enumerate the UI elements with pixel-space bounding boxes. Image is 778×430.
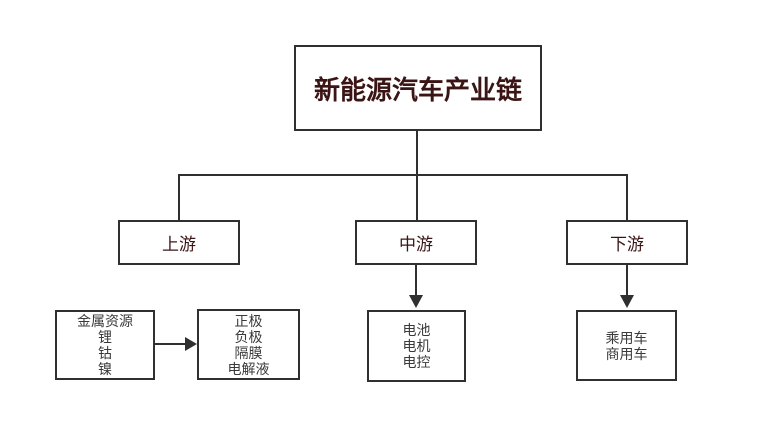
- downstream-vehicles-line: 乘用车: [605, 329, 648, 346]
- midstream-components-line: 电控: [402, 354, 431, 370]
- metal-resources-line: 金属资源: [77, 313, 133, 329]
- connector-midstream-to-components: [415, 265, 417, 296]
- downstream-label: 下游: [610, 235, 644, 254]
- battery-materials-box: 正极 负极 隔膜 电解液: [197, 309, 300, 380]
- upstream-label: 上游: [162, 235, 196, 254]
- metal-resources-box: 金属资源 锂 钴 镍: [55, 310, 155, 380]
- metal-resources-line: 镍: [98, 361, 112, 377]
- midstream-label: 中游: [399, 235, 433, 254]
- arrow-down-icon: [409, 295, 423, 308]
- connector-rail-to-downstream: [626, 174, 628, 220]
- title-box: 新能源汽车产业链: [294, 45, 542, 131]
- arrow-right-icon: [185, 337, 197, 351]
- downstream-vehicles-line: 商用车: [605, 345, 648, 362]
- arrow-down-icon: [620, 295, 634, 308]
- midstream-box: 中游: [355, 220, 477, 265]
- metal-resources-line: 钴: [98, 345, 112, 361]
- metal-resources-line: 锂: [98, 329, 112, 345]
- downstream-vehicles-box: 乘用车 商用车: [576, 310, 677, 381]
- connector-metal-to-materials: [155, 343, 186, 345]
- connector-downstream-to-vehicles: [626, 265, 628, 296]
- battery-materials-line: 电解液: [227, 360, 270, 377]
- connector-rail-to-upstream: [178, 174, 180, 220]
- diagram-title: 新能源汽车产业链: [313, 74, 522, 105]
- midstream-components-line: 电机: [402, 338, 431, 354]
- battery-materials-line: 正极: [234, 312, 263, 329]
- battery-materials-line: 隔膜: [234, 344, 263, 361]
- downstream-box: 下游: [566, 220, 688, 265]
- connector-horizontal-rail: [178, 174, 628, 176]
- battery-materials-line: 负极: [234, 328, 263, 345]
- midstream-components-line: 电池: [402, 322, 431, 338]
- upstream-box: 上游: [118, 220, 240, 265]
- midstream-components-box: 电池 电机 电控: [367, 310, 466, 382]
